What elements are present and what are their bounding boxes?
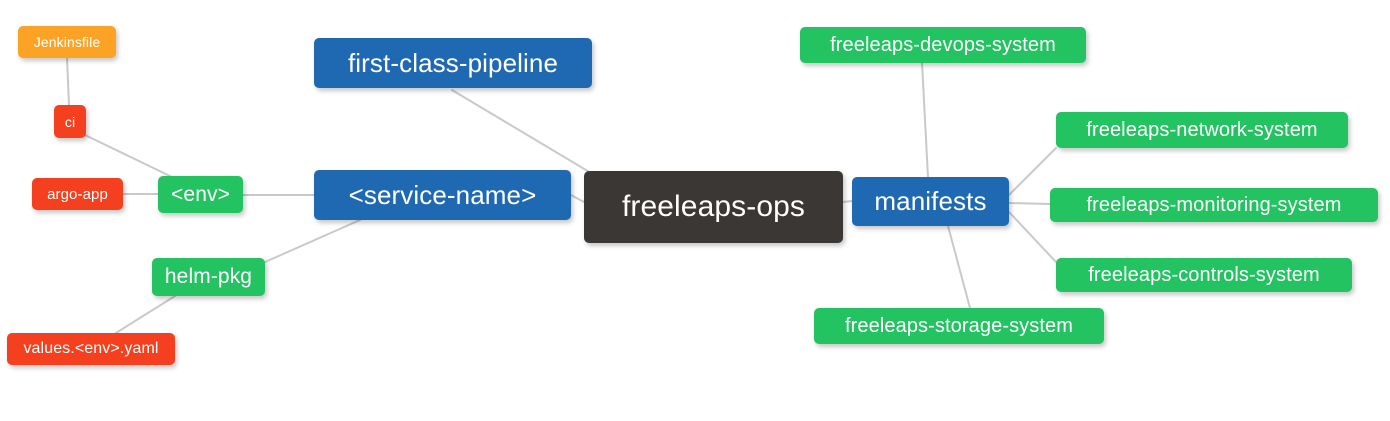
node-service-name[interactable]: <service-name> xyxy=(314,170,571,220)
edge-manifests-to-storage-system xyxy=(947,225,971,309)
edge-manifests-to-network-system xyxy=(1008,147,1057,196)
node-monitoring-system[interactable]: freeleaps-monitoring-system xyxy=(1050,188,1378,222)
node-values-yaml[interactable]: values.<env>.yaml xyxy=(7,333,175,365)
edge-freeleaps-ops-to-first-class-pipeline xyxy=(451,89,597,177)
edge-manifests-to-monitoring-system xyxy=(1008,202,1051,205)
node-freeleaps-ops[interactable]: freeleaps-ops xyxy=(584,171,843,243)
node-jenkinsfile[interactable]: Jenkinsfile xyxy=(18,26,116,58)
node-ci[interactable]: ci xyxy=(54,105,86,138)
node-helm-pkg[interactable]: helm-pkg xyxy=(152,258,265,296)
node-storage-system[interactable]: freeleaps-storage-system xyxy=(814,308,1104,344)
edge-env-to-ci xyxy=(84,134,173,178)
edge-manifests-to-devops-system xyxy=(921,62,929,178)
node-controls-system[interactable]: freeleaps-controls-system xyxy=(1056,258,1352,292)
edge-manifests-to-controls-system xyxy=(1008,211,1057,263)
node-env[interactable]: <env> xyxy=(158,176,243,213)
node-devops-system[interactable]: freeleaps-devops-system xyxy=(800,27,1086,63)
edge-service-name-to-helm-pkg xyxy=(264,219,361,263)
node-network-system[interactable]: freeleaps-network-system xyxy=(1056,112,1348,148)
edge-helm-pkg-to-values-yaml xyxy=(115,295,176,334)
edge-ci-to-jenkinsfile xyxy=(66,57,70,106)
node-first-class-pipeline[interactable]: first-class-pipeline xyxy=(314,38,592,88)
node-argo-app[interactable]: argo-app xyxy=(32,178,123,210)
edge-freeleaps-ops-to-service-name xyxy=(570,194,585,203)
node-manifests[interactable]: manifests xyxy=(852,177,1009,226)
edge-freeleaps-ops-to-manifests xyxy=(842,200,853,203)
